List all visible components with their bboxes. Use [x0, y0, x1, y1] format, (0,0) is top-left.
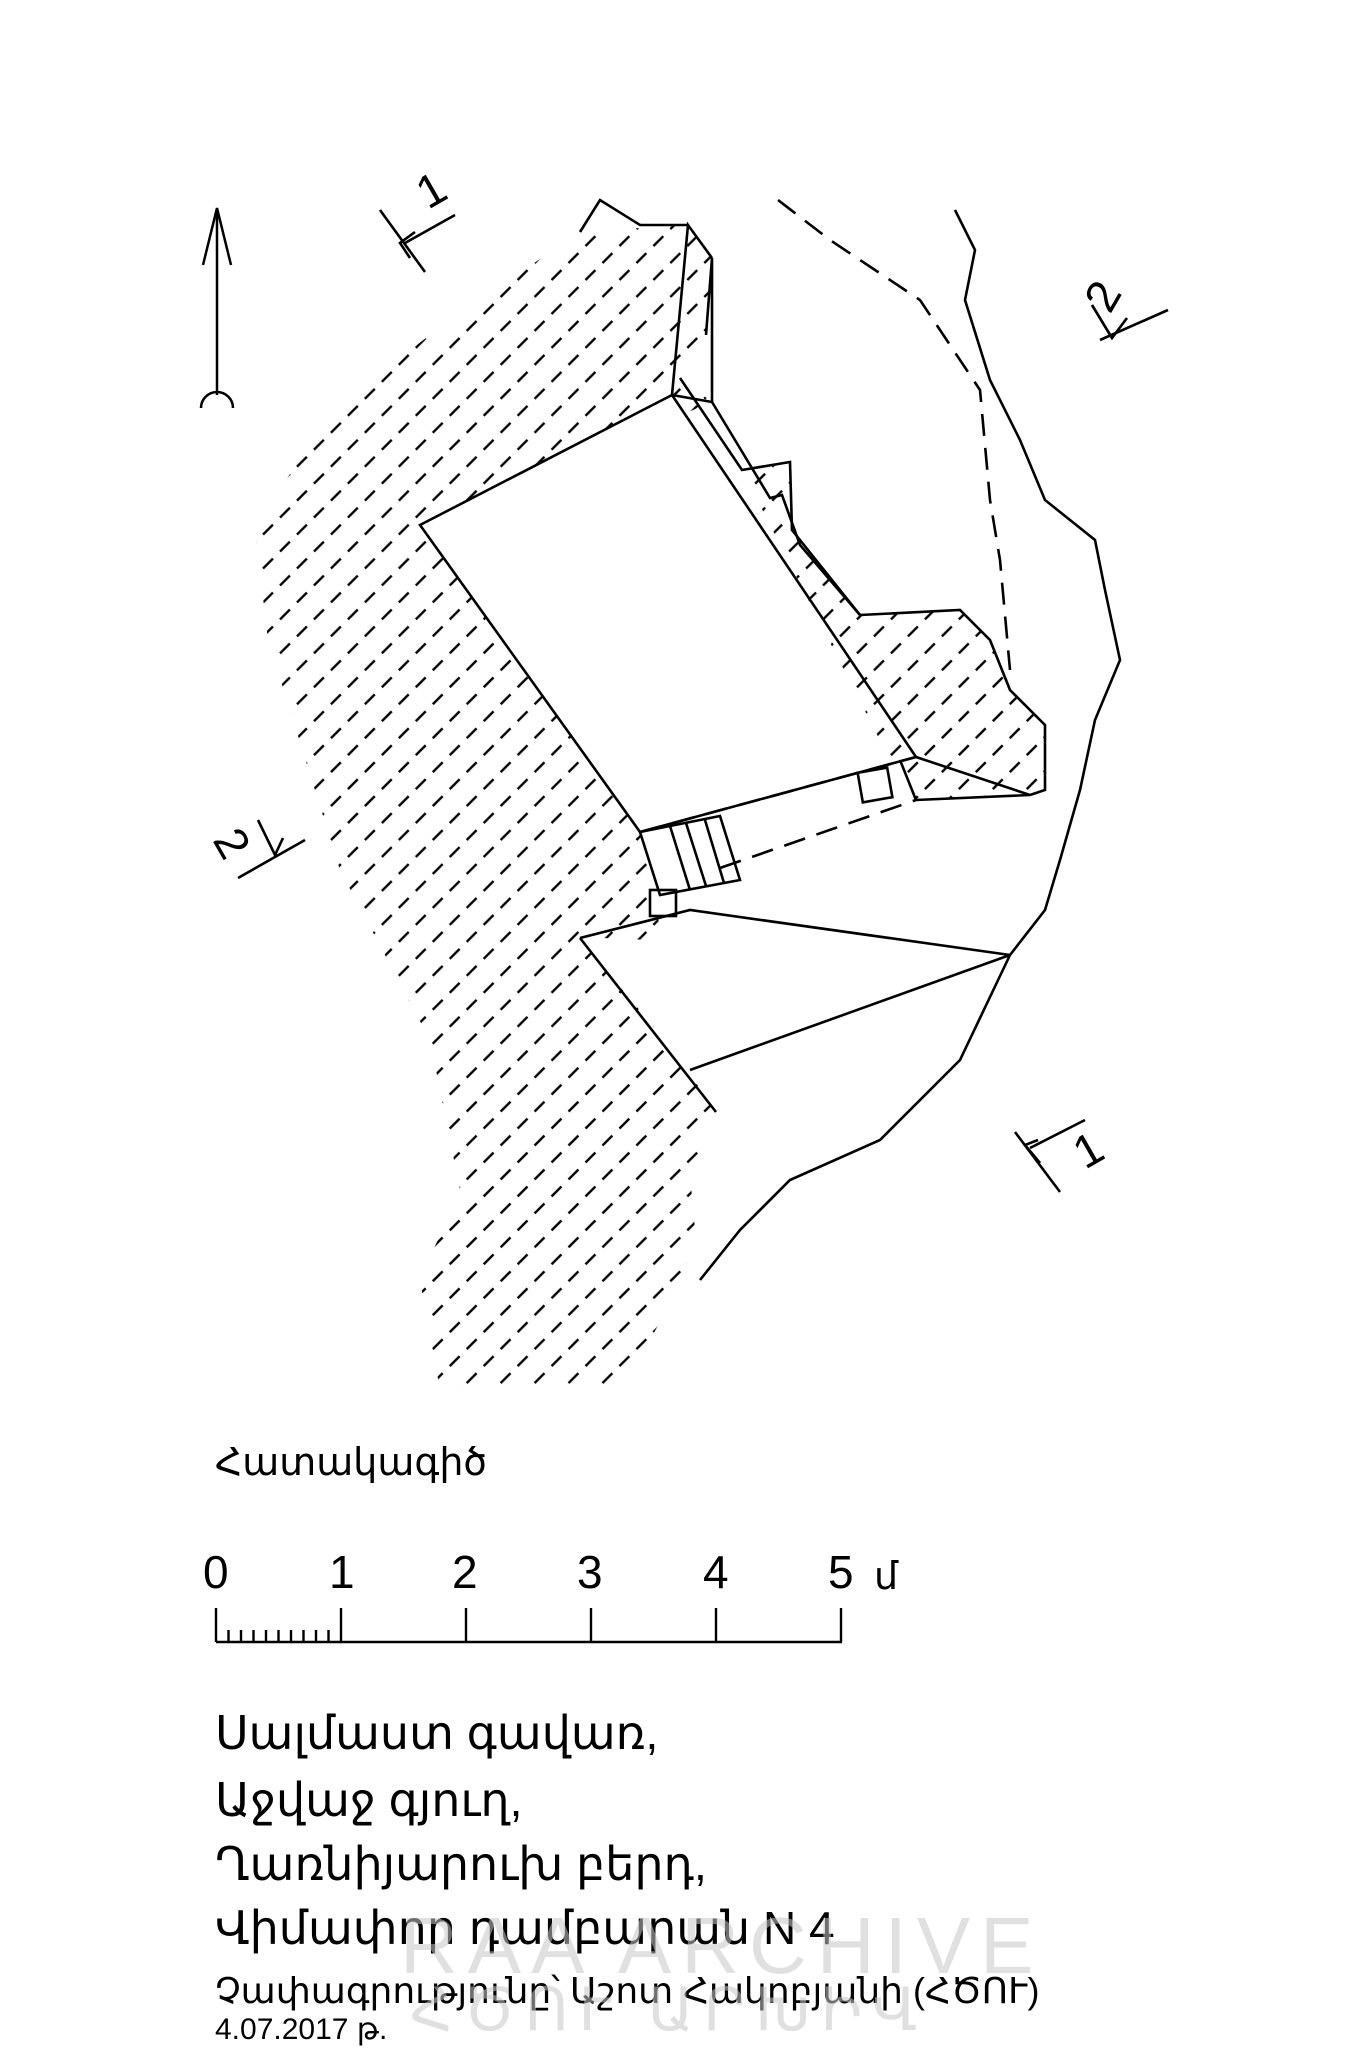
scale-label-2: 2	[452, 1546, 478, 1598]
dashed-reconstruction-lines	[639, 198, 1012, 870]
drawing-date: 4.07.2017 թ.	[215, 2013, 388, 2046]
caption-line-4: Վիմափոր դամբարան N 4	[215, 1902, 835, 1954]
scale-label-1: 1	[329, 1546, 355, 1598]
caption-line-2: Աջվաջ գյուղ,	[215, 1774, 523, 1826]
caption-line-1: Սալմաստ գավառ,	[215, 1707, 659, 1759]
scale-label-4: 4	[703, 1546, 729, 1598]
entrance-dromos	[578, 814, 1011, 1113]
rock-mass-right	[742, 462, 1045, 800]
section-marker-1-top	[378, 209, 456, 273]
rock-mass-left	[255, 225, 716, 1390]
section-marker-1-bottom	[1013, 1118, 1086, 1193]
section-marker-2-left	[237, 819, 306, 880]
section-label-1-bottom: 1	[1064, 1121, 1112, 1179]
terrain-contours	[578, 198, 1122, 1281]
measured-by: Չափագրությունը՝ Աշոտ Հակոբյանի (ՀԾՈՒ)	[215, 1970, 1040, 2011]
section-label-1-top: 1	[407, 161, 455, 219]
scale-label-3: 3	[577, 1546, 603, 1598]
scale-bar	[214, 1608, 843, 1644]
north-arrow-icon	[199, 207, 235, 409]
watermark-line-1: RAA ARCHIVE	[400, 1901, 1044, 1990]
scale-label-0: 0	[203, 1546, 229, 1598]
drawing-heading: Հատակագիծ	[215, 1442, 488, 1484]
section-label-2-right: 2	[1074, 272, 1132, 320]
section-marker-2-right	[1090, 304, 1169, 342]
watermark-line-2: ՀԾՈՒ ԱՐԽԻՎ	[410, 1976, 928, 2043]
section-label-2-left: 2	[203, 819, 261, 867]
scale-label-5: 5	[828, 1546, 854, 1598]
scale-unit-label: մ	[874, 1556, 899, 1598]
caption-line-3: Ղառնիյարուխ բերդ,	[215, 1838, 707, 1890]
